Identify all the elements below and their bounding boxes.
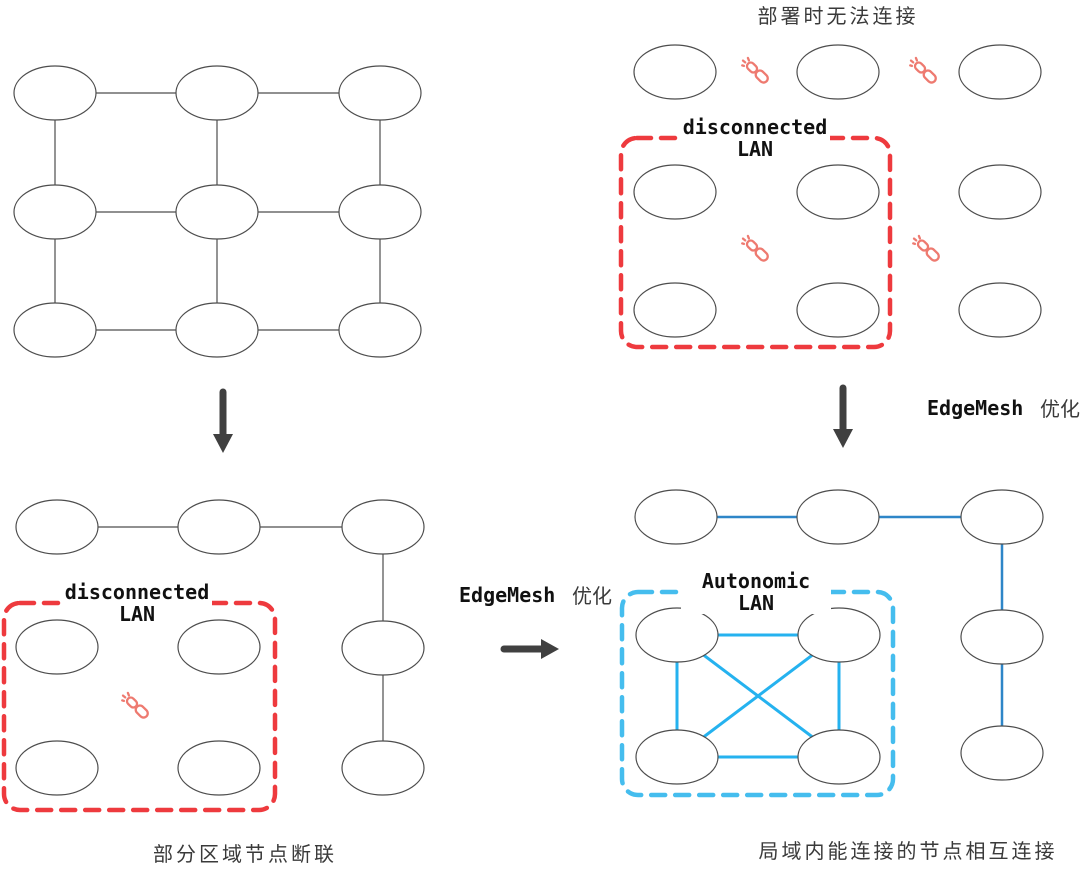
network-node — [177, 499, 261, 555]
network-node — [635, 729, 719, 785]
label-mask — [680, 115, 830, 160]
network-node — [15, 619, 99, 675]
broken-link-icon — [909, 56, 937, 84]
partially-disconnected-panel: disconnected LAN 部分区域节点断联 — [1, 499, 425, 866]
edgemesh-label-zh: 优化 — [572, 585, 612, 608]
network-node — [797, 607, 881, 663]
deploy-unreachable-panel: 部署时无法连接 disconnected LAN — [618, 5, 1042, 350]
network-nodes — [633, 44, 1042, 338]
network-node — [958, 282, 1042, 338]
network-node — [338, 65, 422, 121]
network-nodes — [15, 499, 425, 796]
network-node — [796, 489, 880, 545]
broken-link-icon — [741, 234, 769, 262]
broken-link-icon — [121, 691, 149, 719]
edgemesh-label-en: EdgeMesh — [459, 583, 555, 607]
network-node — [960, 725, 1044, 781]
network-node — [175, 184, 259, 240]
network-node — [796, 44, 880, 100]
panel-title: 部署时无法连接 — [758, 5, 919, 28]
network-node — [13, 184, 97, 240]
edgemesh-transform-right: EdgeMesh 优化 — [833, 384, 1080, 448]
network-node — [177, 619, 261, 675]
network-node — [796, 282, 880, 338]
disconnected-lan-label-line1: disconnected — [65, 580, 210, 604]
down-arrow-icon — [833, 384, 853, 448]
network-nodes — [634, 489, 1044, 785]
network-node — [13, 302, 97, 358]
full-mesh-grid-panel — [13, 65, 422, 358]
network-node — [15, 740, 99, 796]
network-node — [175, 65, 259, 121]
network-node — [338, 184, 422, 240]
down-arrow-icon — [213, 388, 233, 453]
network-node — [341, 740, 425, 796]
panel-caption: 局域内能连接的节点相互连接 — [759, 840, 1058, 863]
label-mask — [62, 580, 212, 625]
network-node — [15, 499, 99, 555]
network-node — [634, 489, 718, 545]
edgemesh-transform-center: EdgeMesh 优化 — [459, 583, 612, 659]
network-node — [960, 609, 1044, 665]
broken-link-icons — [741, 56, 940, 262]
lan-network-nodes — [15, 619, 261, 796]
network-node — [796, 164, 880, 220]
broken-link-icon — [741, 56, 769, 84]
edgemesh-label-en: EdgeMesh — [927, 396, 1023, 420]
disconnected-lan-label-line2: LAN — [119, 602, 155, 626]
network-node — [13, 65, 97, 121]
edgemesh-label-zh: 优化 — [1040, 398, 1080, 421]
autonomic-lan-label-line2: LAN — [738, 591, 774, 615]
network-node — [633, 282, 717, 338]
disconnected-lan-label-line1: disconnected — [683, 115, 828, 139]
right-arrow-icon — [500, 639, 559, 659]
network-node — [633, 44, 717, 100]
panel-caption: 部分区域节点断联 — [153, 843, 337, 866]
network-node — [958, 164, 1042, 220]
broken-link-icon — [912, 234, 940, 262]
network-node — [635, 607, 719, 663]
autonomic-lan-panel: Autonomic LAN 局域内能连接的节点相互连接 — [619, 489, 1058, 863]
network-node — [177, 740, 261, 796]
label-mask — [681, 569, 831, 614]
network-node — [797, 729, 881, 785]
network-node — [633, 164, 717, 220]
network-node — [341, 499, 425, 555]
network-nodes — [13, 65, 422, 358]
network-node — [338, 302, 422, 358]
network-node — [960, 489, 1044, 545]
network-node — [175, 302, 259, 358]
disconnected-lan-label-line2: LAN — [737, 137, 773, 161]
network-node — [341, 620, 425, 676]
autonomic-lan-label-line1: Autonomic — [702, 569, 810, 593]
network-node — [958, 44, 1042, 100]
